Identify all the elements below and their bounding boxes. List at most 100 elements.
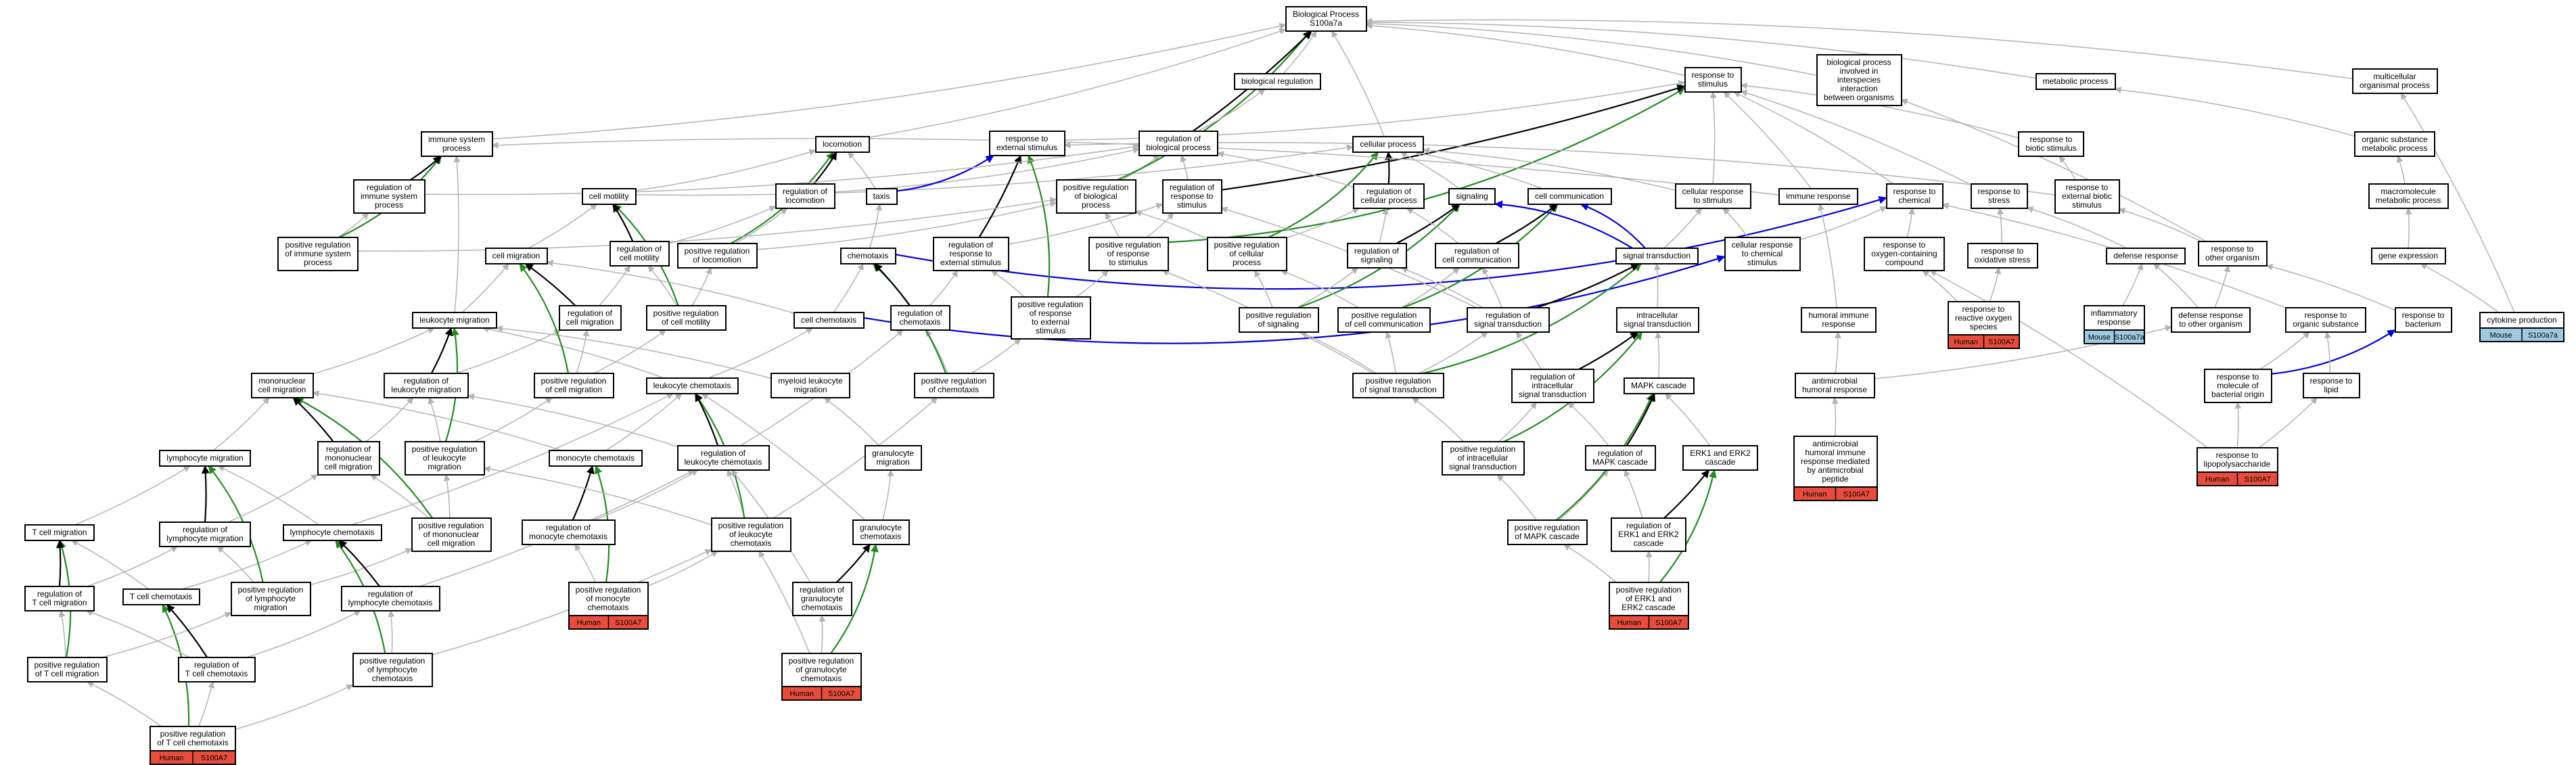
term-node-defresp[interactable]: defense response xyxy=(2106,248,2186,264)
term-node-metab[interactable]: metabolic process xyxy=(2036,73,2116,90)
term-node-taxis[interactable]: taxis xyxy=(866,188,898,205)
term-node-leuchemo[interactable]: leukocyte chemotaxis xyxy=(646,377,739,394)
term-node-regtcchemo[interactable]: regulation ofT cell chemotaxis xyxy=(178,657,256,682)
term-node-tcmig[interactable]: T cell migration xyxy=(24,524,95,541)
term-node-geneexp[interactable]: gene expression xyxy=(2371,248,2446,264)
term-node-breg[interactable]: biological regulation xyxy=(1234,73,1321,90)
term-node-signaling[interactable]: signaling xyxy=(1448,188,1496,205)
term-node-cchemo[interactable]: cell chemotaxis xyxy=(794,312,865,329)
term-node-leumig[interactable]: leukocyte migration xyxy=(412,312,497,329)
term-node-lymmig[interactable]: lymphocyte migration xyxy=(159,450,251,467)
term-node-cmot[interactable]: cell motility xyxy=(582,188,637,205)
term-node-immresp[interactable]: immune response xyxy=(1778,188,1858,205)
term-node-loco[interactable]: locomotion xyxy=(815,136,870,153)
term-node-mapk[interactable]: MAPK cascade xyxy=(1624,377,1695,394)
term-node-cellp[interactable]: cellular process xyxy=(1352,136,1424,153)
term-node-lymchemo[interactable]: lymphocyte chemotaxis xyxy=(283,524,382,541)
term-node-sigtrans[interactable]: signal transduction xyxy=(1615,248,1699,264)
term-node-ccomm[interactable]: cell communication xyxy=(1527,188,1612,205)
term-node-tcchemo[interactable]: T cell chemotaxis xyxy=(122,588,200,605)
term-node-chemotaxis[interactable]: chemotaxis xyxy=(840,248,896,264)
term-node-monochemo[interactable]: monocyte chemotaxis xyxy=(549,450,643,467)
term-node-cmig[interactable]: cell migration xyxy=(485,248,548,264)
